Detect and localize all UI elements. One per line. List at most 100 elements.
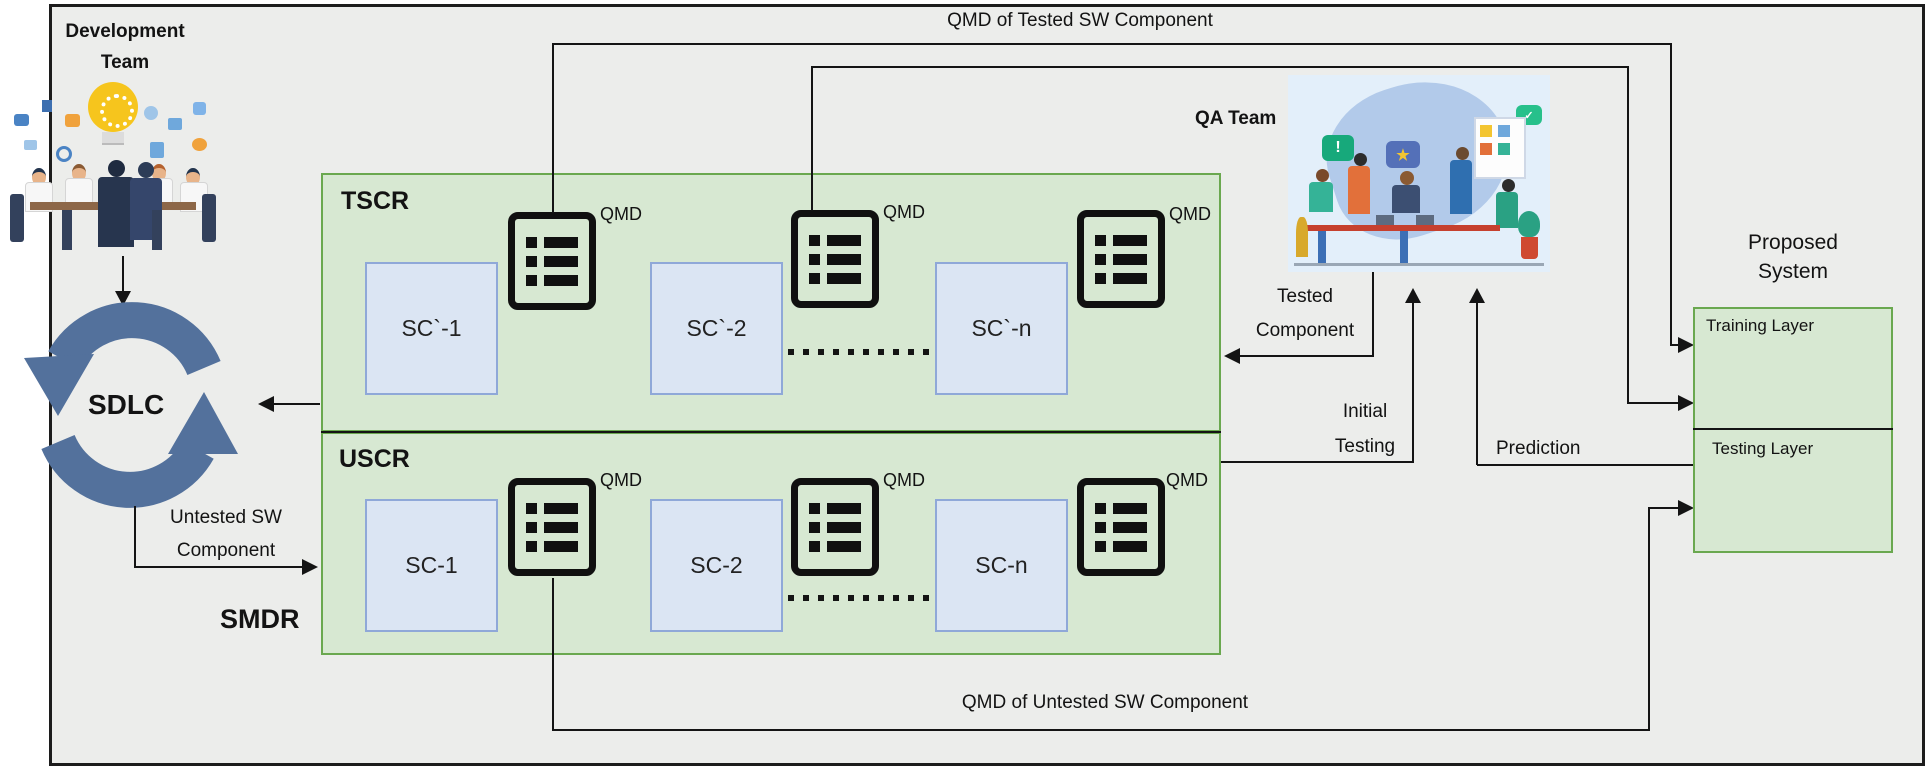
arrowhead-up-icon	[1405, 288, 1421, 303]
connector-into-training1	[1670, 344, 1682, 346]
floating-icon	[193, 102, 206, 115]
connector-into-testing	[1648, 507, 1682, 509]
component-sc1-untested: SC-1	[365, 499, 498, 632]
qmd-document-icon	[508, 478, 596, 576]
plant-pot	[1521, 237, 1538, 259]
connector-qmd-untested-bottom	[552, 729, 1650, 731]
chair	[152, 210, 162, 250]
floating-icon	[65, 114, 80, 127]
qmd-document-icon	[1077, 478, 1165, 576]
person-body-back	[98, 177, 134, 247]
connector-qmd-tested-down1	[1670, 43, 1672, 346]
person-head	[1400, 171, 1414, 185]
qmd-label: QMD	[600, 470, 642, 490]
person-head	[1354, 153, 1367, 166]
floating-icon	[168, 118, 182, 130]
connector-qmd2-up	[811, 66, 813, 211]
chair	[1318, 231, 1326, 265]
person-head-back	[108, 160, 125, 177]
component-scn-tested: SC`-n	[935, 262, 1068, 395]
testing-layer-label: Testing Layer	[1712, 439, 1814, 458]
connector-tested-vertical	[1372, 272, 1374, 357]
qmd-label: QMD	[1166, 470, 1208, 490]
sticky-note	[1480, 143, 1492, 155]
qmd-document-icon	[508, 212, 596, 310]
tscr-label: TSCR	[341, 187, 410, 215]
qa-team-illustration: ! ★ ✓	[1288, 58, 1550, 272]
connector-qmd1-up	[552, 43, 554, 213]
person-head	[32, 168, 46, 186]
person-body	[1348, 166, 1370, 214]
sticky-note	[1498, 125, 1510, 137]
qmd-label: QMD	[1169, 204, 1211, 224]
component-scn-untested: SC-n	[935, 499, 1068, 632]
qmd-label: QMD	[883, 202, 925, 222]
arrowhead-up-icon	[1469, 288, 1485, 303]
arrowhead-right-icon	[1678, 395, 1694, 411]
plant-leaves	[1518, 211, 1540, 237]
ellipsis-dots	[788, 349, 934, 355]
person-body	[1309, 182, 1333, 212]
person-head	[1316, 169, 1329, 182]
floating-icon	[150, 142, 164, 158]
proposed-system-title: Proposed System	[1748, 231, 1838, 283]
ground-line	[1294, 263, 1544, 266]
layer-divider	[1693, 428, 1893, 430]
connector-qmd-untested-down	[552, 578, 554, 731]
tested-component-label-line1: Tested	[1277, 286, 1333, 307]
connector-qmd-tested-down2	[1627, 66, 1629, 404]
sdlc-cycle-icon	[24, 302, 238, 508]
floating-icon	[14, 114, 29, 126]
qmd-tested-flow-label: QMD of Tested SW Component	[947, 10, 1213, 31]
dev-team-label: Development Team	[65, 21, 185, 73]
tested-component-label-line2: Component	[1255, 320, 1355, 341]
connector-into-training2	[1627, 402, 1682, 404]
arrowhead-right-icon	[302, 559, 318, 575]
person-head-back	[138, 162, 154, 178]
chair	[62, 210, 72, 250]
connector-initial-horizontal	[1221, 461, 1414, 463]
floating-icon	[56, 146, 72, 162]
connector-tested-horizontal	[1239, 355, 1374, 357]
person-body	[1496, 192, 1518, 228]
floating-icon	[24, 140, 37, 150]
qa-team-label: QA Team	[1195, 108, 1277, 129]
chair	[10, 194, 24, 242]
initial-testing-label-line2: Testing	[1334, 436, 1396, 457]
connector-untested-vertical	[134, 506, 136, 568]
repository-divider	[321, 431, 1221, 433]
connector-prediction-horizontal	[1477, 464, 1693, 466]
arrowhead-left-icon	[1224, 348, 1240, 364]
connector-untested-horizontal	[134, 566, 304, 568]
exclamation-bubble-icon: !	[1322, 135, 1354, 161]
sticky-note	[1498, 143, 1510, 155]
chair	[202, 194, 216, 242]
person-head	[1502, 179, 1515, 192]
connector-repo-to-sdlc	[272, 403, 320, 405]
ellipsis-dots	[788, 595, 934, 601]
connector-initial-vertical	[1412, 292, 1414, 463]
component-sc2-tested: SC`-2	[650, 262, 783, 395]
star-bubble-icon: ★	[1386, 141, 1420, 168]
floating-icon	[192, 138, 207, 151]
component-sc2-untested: SC-2	[650, 499, 783, 632]
smdr-label: SMDR	[220, 604, 300, 634]
floating-icon	[42, 100, 52, 112]
sticky-note	[1480, 125, 1492, 137]
connector-qmd-tested-top2	[811, 66, 1629, 68]
connector-qmd-untested-up	[1648, 508, 1650, 731]
connector-dev-to-sdlc	[122, 256, 124, 292]
chair	[1400, 231, 1408, 265]
prediction-label: Prediction	[1496, 438, 1581, 459]
qmd-document-icon	[791, 210, 879, 308]
arrowhead-left-icon	[258, 396, 274, 412]
arrowhead-right-icon	[1678, 337, 1694, 353]
qmd-untested-flow-label: QMD of Untested SW Component	[961, 692, 1249, 713]
person-body	[1450, 160, 1472, 214]
qmd-label: QMD	[600, 204, 642, 224]
laptop	[1376, 215, 1394, 225]
untested-sw-label-line2: Component	[176, 540, 276, 561]
development-team-illustration	[10, 82, 216, 257]
connector-prediction-vertical	[1476, 292, 1478, 465]
qmd-document-icon	[1077, 210, 1165, 308]
